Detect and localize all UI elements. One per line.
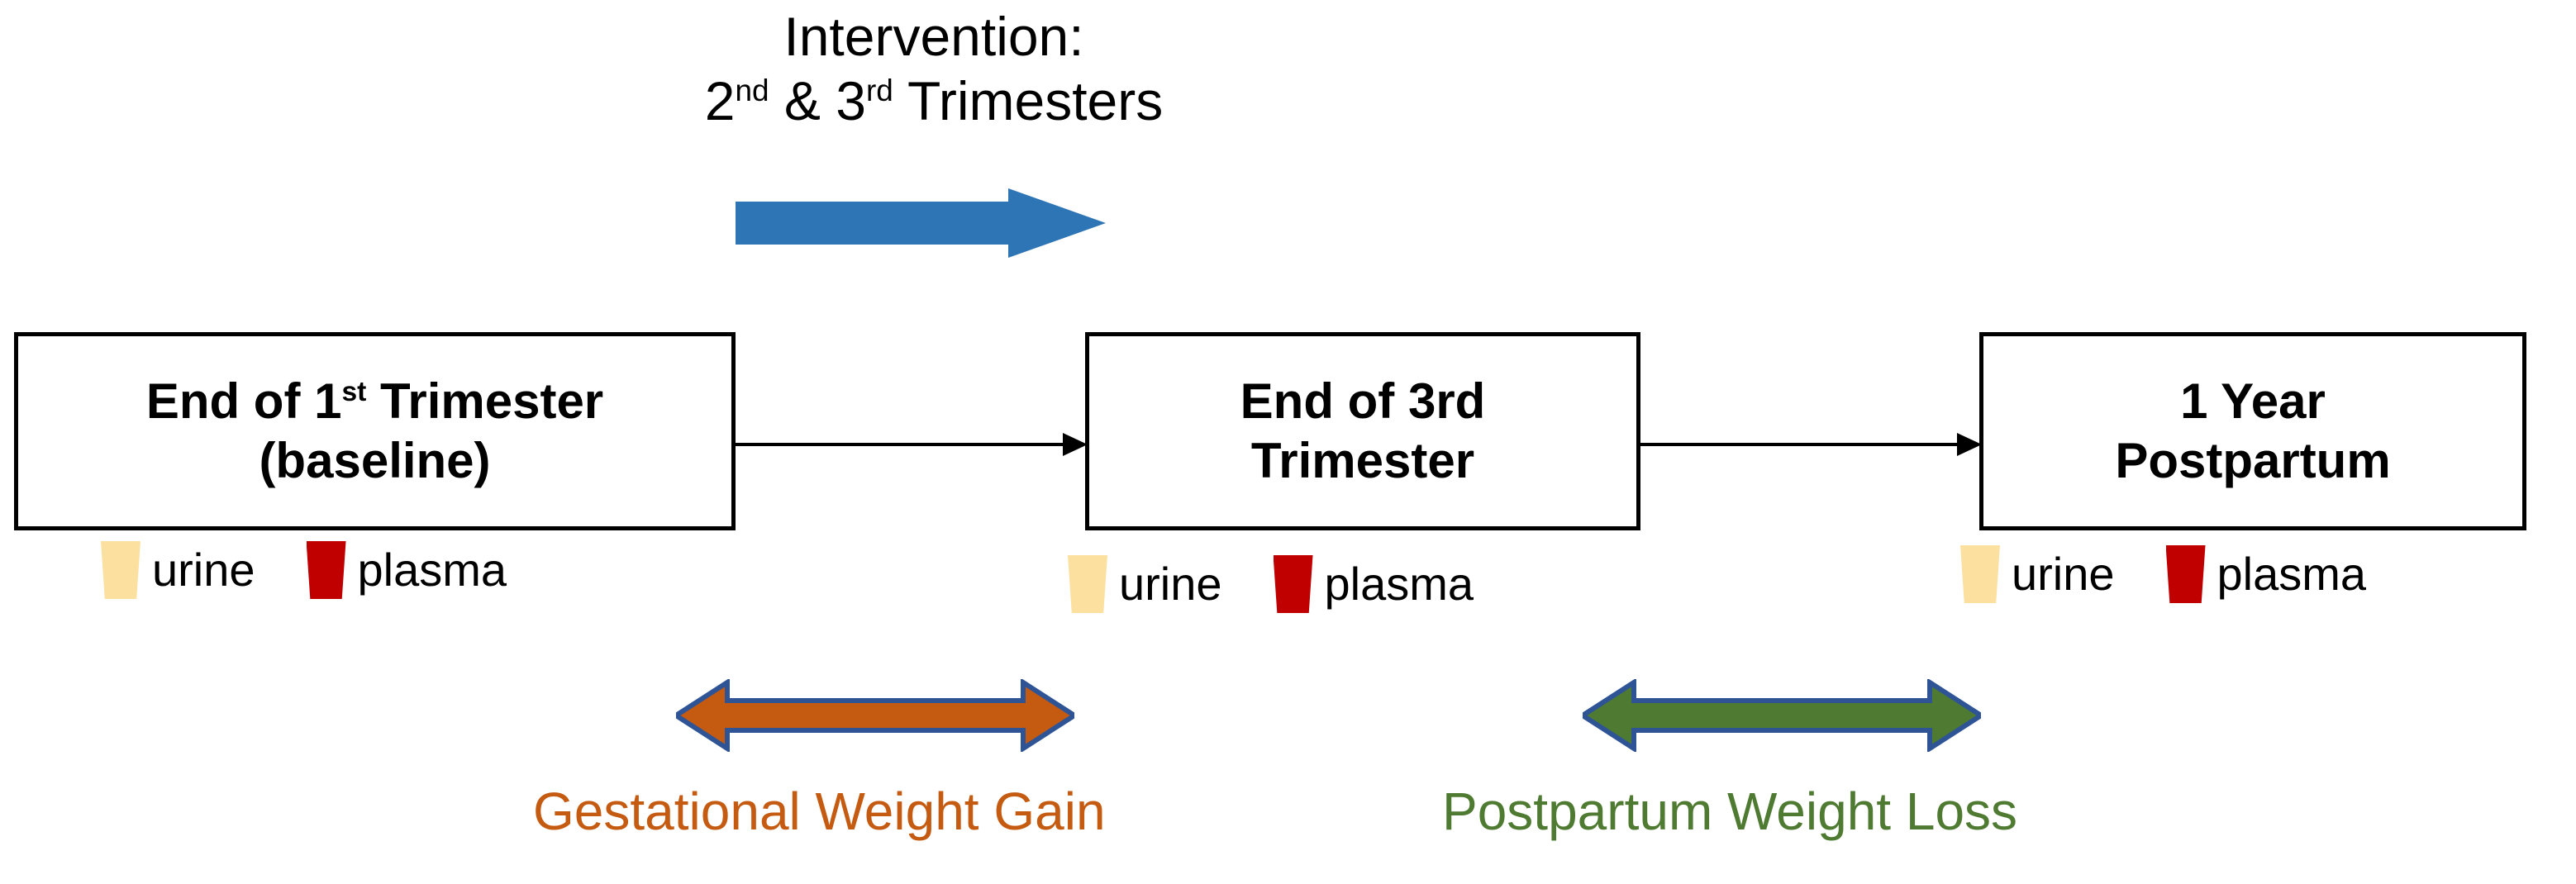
urine-vial-icon [1068, 555, 1107, 613]
sample-plasma-stage-2: plasma [1273, 555, 1474, 613]
connector-arrow-stage2-to-stage3 [1639, 433, 1982, 456]
stage-1-line-1-pre: End of 1 [145, 373, 342, 429]
intervention-heading-line-1: Intervention: [783, 6, 1084, 67]
urine-vial-icon [1960, 545, 2000, 603]
plasma-vial-icon [1273, 555, 1313, 613]
sample-group-stage-2: urine plasma [1068, 555, 1474, 613]
plasma-label: plasma [2217, 548, 2367, 600]
postpartum-weight-loss-arrow [1583, 679, 1981, 752]
sample-urine-stage-2: urine [1068, 555, 1222, 613]
stage-box-1-text: End of 1st Trimester (baseline) [138, 372, 612, 491]
stage-1-ordinal-st: st [341, 377, 367, 407]
sample-group-stage-3: urine plasma [1960, 545, 2366, 603]
intervention-heading-line-2: 2nd & 3rd Trimesters [603, 69, 1264, 133]
intervention-heading: Intervention: 2nd & 3rd Trimesters [603, 4, 1264, 133]
connector-arrow-stage1-to-stage2 [734, 433, 1088, 456]
sample-plasma-stage-3: plasma [2165, 545, 2367, 603]
sample-urine-stage-1: urine [101, 541, 255, 599]
stage-box-end-of-third-trimester: End of 3rd Trimester [1085, 332, 1640, 530]
stage-1-line-2: (baseline) [259, 433, 491, 488]
stage-box-end-of-first-trimester: End of 1st Trimester (baseline) [14, 332, 736, 530]
stage-2-line-2: Trimester [1250, 433, 1475, 488]
gestational-weight-gain-label: Gestational Weight Gain [533, 782, 1106, 841]
stage-1-line-1-post: Trimester [366, 373, 604, 429]
sample-urine-stage-3: urine [1960, 545, 2115, 603]
heading-conjunction: & 3 [769, 70, 866, 131]
stage-box-2-text: End of 3rd Trimester [1232, 372, 1494, 491]
heading-trimester-2-number: 2 [704, 70, 736, 131]
urine-vial-icon [101, 541, 140, 599]
heading-trimesters-word: Trimesters [893, 70, 1164, 131]
gestational-weight-gain-arrow [676, 679, 1074, 752]
stage-box-one-year-postpartum: 1 Year Postpartum [1979, 332, 2526, 530]
postpartum-weight-loss-label: Postpartum Weight Loss [1442, 782, 2018, 841]
heading-ordinal-rd: rd [866, 74, 893, 107]
intervention-period-arrow [736, 188, 1106, 258]
stage-3-line-1: 1 Year [2180, 373, 2326, 429]
heading-ordinal-nd: nd [735, 74, 769, 107]
sample-plasma-stage-1: plasma [306, 541, 507, 599]
stage-box-3-text: 1 Year Postpartum [2107, 372, 2398, 491]
urine-label: urine [1119, 558, 1222, 610]
plasma-vial-icon [2165, 545, 2206, 603]
urine-label: urine [2012, 548, 2115, 600]
plasma-vial-icon [306, 541, 346, 599]
sample-group-stage-1: urine plasma [101, 541, 507, 599]
plasma-label: plasma [357, 544, 507, 596]
stage-2-line-1: End of 3rd [1240, 373, 1486, 429]
stage-3-line-2: Postpartum [2115, 433, 2391, 488]
urine-label: urine [152, 544, 255, 596]
plasma-label: plasma [1324, 558, 1474, 610]
